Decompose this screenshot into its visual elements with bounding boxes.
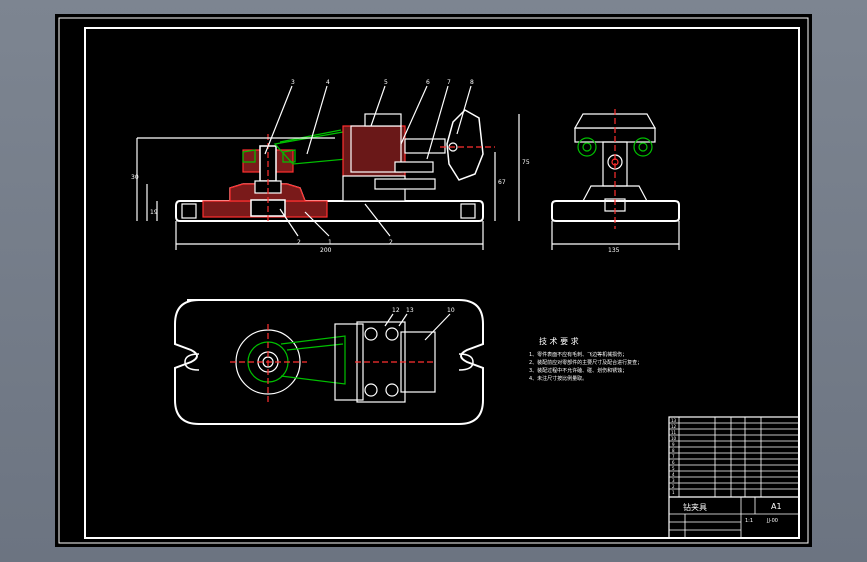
dim-135: 135: [608, 247, 620, 254]
scale: 1:1: [745, 518, 753, 524]
label-2b: 2: [389, 239, 393, 246]
bom-row: 4: [672, 472, 675, 477]
dim-30: 30: [131, 174, 139, 181]
tech-req-title: 技 术 要 求: [539, 336, 579, 346]
front-view-labels: 3 4 5 6 7 8 2 1 2 30 19 67 75 200: [131, 79, 530, 254]
label-10: 10: [447, 307, 455, 314]
drawing-name: 钻夹具: [683, 502, 707, 512]
top-view-labels: 12 13 10: [392, 307, 455, 314]
tech-req-item-2: 2、装配前应对零部件的主要尺寸及配合进行复查；: [529, 359, 642, 366]
tech-req-item-1: 1、零件表面不应有毛刺、飞边等机械损伤；: [529, 351, 627, 358]
dim-19: 19: [150, 209, 158, 216]
technical-requirements: 技 术 要 求 1、零件表面不应有毛刺、飞边等机械损伤； 2、装配前应对零部件的…: [529, 336, 642, 382]
bom-row: 10: [671, 436, 677, 441]
side-view: [551, 109, 680, 250]
bom-row: 3: [672, 478, 675, 483]
bom-row: 1: [672, 490, 675, 495]
label-8: 8: [470, 79, 474, 86]
bom-row: 12: [671, 424, 677, 429]
tech-req-item-3: 3、装配过程中不允许磕、碰、划伤和锈蚀；: [529, 367, 627, 374]
label-7: 7: [447, 79, 451, 86]
inner-frame: [84, 27, 800, 539]
front-view: [136, 85, 520, 250]
sheet-size: A1: [771, 502, 782, 511]
drawing-number: JJ-00: [766, 518, 778, 524]
dim-67: 67: [498, 179, 506, 186]
bom-row: 8: [672, 448, 675, 453]
outer-frame: [58, 17, 809, 544]
bom-row: 13: [671, 418, 677, 423]
dim-200: 200: [320, 247, 332, 254]
bom-numbers: 13 12 11 10 9 8 7 6 5 4 3 2 1: [671, 418, 677, 495]
bom-row: 9: [672, 442, 675, 447]
label-2a: 2: [297, 239, 301, 246]
bom-row: 2: [672, 484, 675, 489]
label-5: 5: [384, 79, 388, 86]
label-1: 1: [328, 239, 332, 246]
cad-drawing: 3 4 5 6 7 8 2 1 2 30 19 67 75 200 135: [58, 17, 809, 544]
dim-75: 75: [522, 159, 530, 166]
label-4: 4: [326, 79, 330, 86]
title-block: [668, 416, 800, 539]
label-3: 3: [291, 79, 295, 86]
drawing-sheet: 3 4 5 6 7 8 2 1 2 30 19 67 75 200 135: [55, 14, 812, 547]
label-6: 6: [426, 79, 430, 86]
bom-row: 11: [671, 430, 677, 435]
label-13: 13: [406, 307, 414, 314]
tech-req-item-4: 4、未注尺寸按比例量取。: [529, 375, 587, 382]
top-view: [174, 299, 484, 425]
bom-row: 7: [672, 454, 675, 459]
label-12: 12: [392, 307, 400, 314]
bom-row: 5: [672, 466, 675, 471]
bom-row: 6: [672, 460, 675, 465]
